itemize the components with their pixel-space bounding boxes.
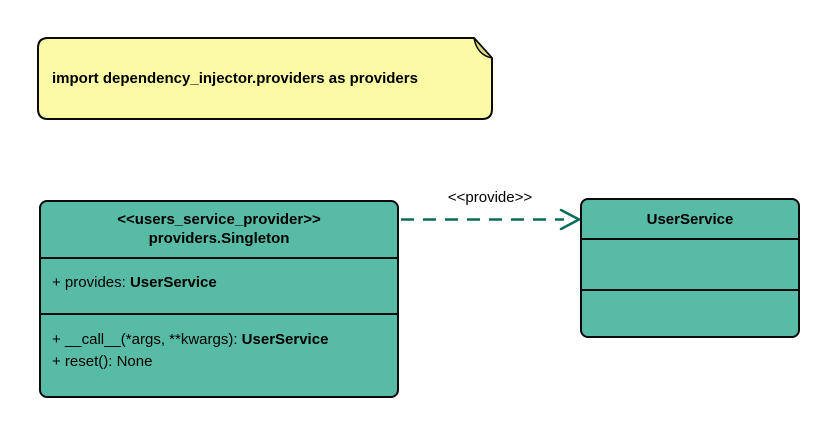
service-class-name: UserService — [646, 210, 734, 228]
method-reset: + reset(): None — [52, 353, 153, 370]
provider-class-name: providers.Singleton — [148, 230, 290, 247]
service-class-box: UserService — [580, 198, 800, 338]
service-class-attributes-empty — [582, 238, 798, 289]
import-note-text: import dependency_injector.providers as … — [52, 70, 418, 87]
provide-arrow — [401, 208, 582, 231]
attribute-provides: + provides: UserService — [52, 274, 217, 291]
provide-arrow-label: <<provide>> — [447, 189, 533, 206]
provide-arrowhead-icon — [559, 208, 582, 231]
provider-class-title: <<users_service_provider>> providers.Sin… — [41, 202, 397, 257]
provider-class-box: <<users_service_provider>> providers.Sin… — [39, 200, 399, 398]
method-call: + __call__(*args, **kwargs): UserService — [52, 331, 329, 348]
provider-class-attributes: + provides: UserService — [41, 257, 397, 313]
service-class-title: UserService — [582, 200, 798, 238]
service-class-methods-empty — [582, 289, 798, 336]
import-note: import dependency_injector.providers as … — [52, 38, 488, 119]
provider-class-stereotype: <<users_service_provider>> — [117, 211, 321, 228]
provider-class-methods: + __call__(*args, **kwargs): UserService… — [41, 313, 397, 396]
